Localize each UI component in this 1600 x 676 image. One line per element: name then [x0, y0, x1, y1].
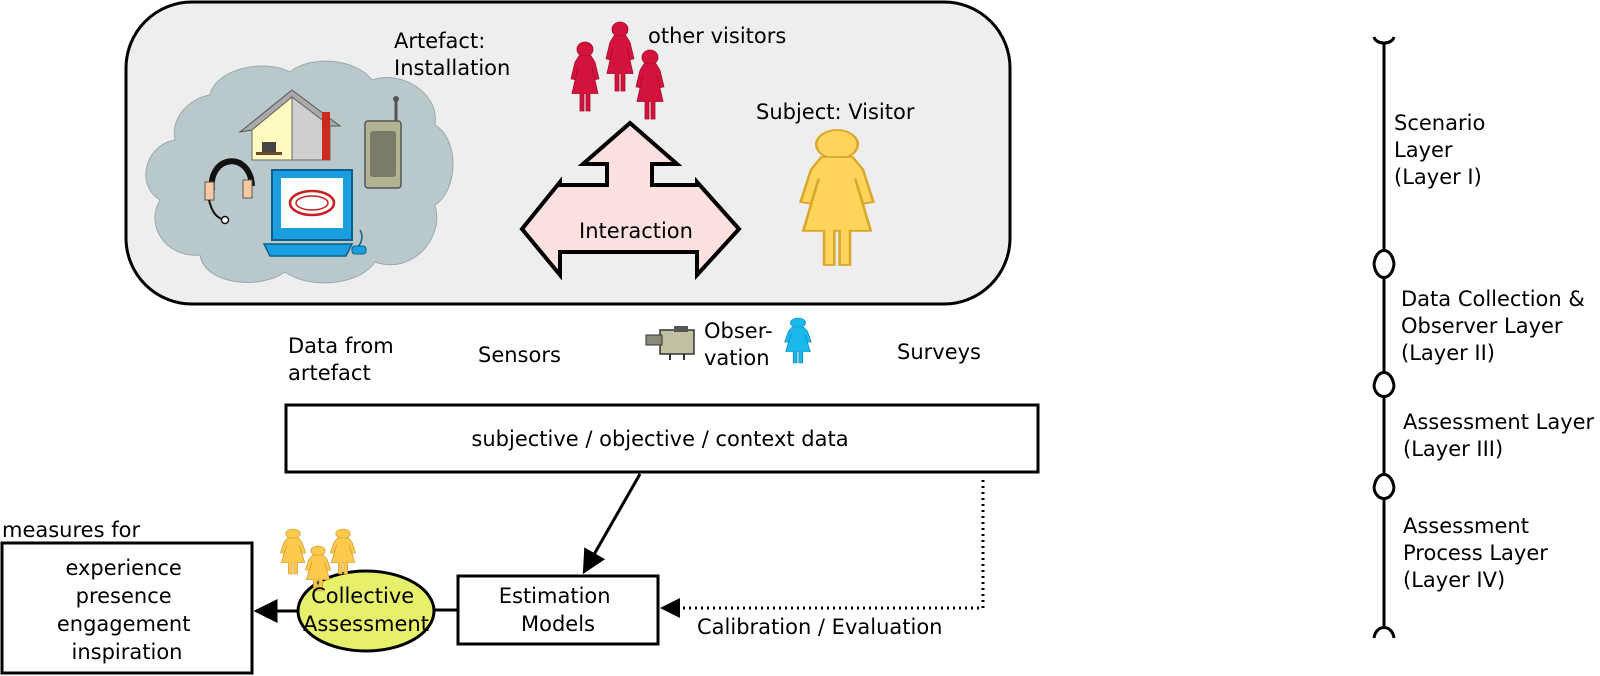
- other-visitors-label: other visitors: [648, 24, 786, 48]
- headset-icon: [204, 158, 255, 225]
- measures-caption: measures for: [2, 518, 140, 542]
- interaction-arrow: [519, 120, 742, 281]
- layer-scale: [1372, 36, 1396, 639]
- house-icon: [238, 89, 342, 161]
- data-box-label: subjective / objective / context data: [471, 427, 848, 451]
- measures-list: experience presence engagement inspirati…: [57, 556, 197, 664]
- collective-assessment-ellipse: [296, 569, 436, 653]
- interaction-label: Interaction: [579, 219, 693, 243]
- artefact-data-label: Data from artefact: [288, 334, 400, 385]
- radio-device-icon: [364, 96, 402, 189]
- sensors-label: Sensors: [478, 343, 561, 367]
- layer-2-label: Data Collection & Observer Layer (Layer …: [1401, 287, 1591, 365]
- layer-3-label: Assessment Layer (Layer III): [1403, 410, 1600, 461]
- data-box: [284, 403, 1040, 474]
- observation-label: Obser- vation: [704, 319, 779, 370]
- subject-visitor-label: Subject: Visitor: [756, 100, 915, 124]
- collective-assessment-label: Collective Assessment: [303, 584, 429, 636]
- observer-icon: [784, 317, 812, 364]
- layer-4-label: Assessment Process Layer (Layer IV): [1403, 514, 1555, 592]
- calibration-arrowhead: [660, 598, 680, 618]
- estimation-label: Estimation Models: [499, 584, 618, 636]
- computer-icon: [262, 169, 367, 257]
- surveys-label: Surveys: [897, 340, 981, 364]
- camera-icon: [645, 326, 695, 360]
- artefact-label: Artefact: Installation: [394, 29, 510, 80]
- calibration-label: Calibration / Evaluation: [697, 615, 943, 639]
- calibration-path: [662, 480, 985, 610]
- measures-box: [0, 541, 254, 675]
- data-to-estimation-arrow: [582, 473, 642, 575]
- layer-1-label: Scenario Layer (Layer I): [1394, 111, 1492, 189]
